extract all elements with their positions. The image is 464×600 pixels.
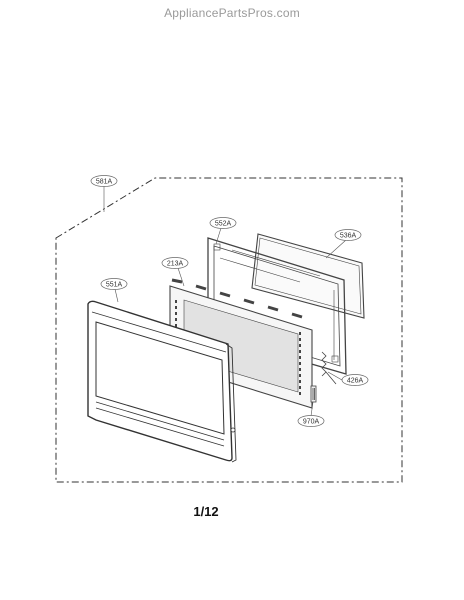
callout-latch: 970A: [297, 415, 325, 427]
callout-spring: 426A: [341, 374, 369, 386]
callout-assembly: 581A: [90, 175, 118, 187]
svg-text:536A: 536A: [340, 233, 357, 240]
callout-choke: 213A: [161, 257, 189, 269]
svg-text:551A: 551A: [106, 282, 123, 289]
svg-text:426A: 426A: [347, 378, 364, 385]
callout-window: 536A: [334, 229, 362, 241]
site-watermark: AppliancePartsPros.com: [164, 6, 300, 20]
spring-part: [321, 351, 337, 385]
callout-frame: 552A: [209, 217, 237, 229]
callout-door: 551A: [100, 278, 128, 290]
page-number: 1/12: [193, 504, 219, 519]
assembly-boundary: [55, 177, 403, 483]
window-panel-part: [251, 233, 365, 319]
svg-text:213A: 213A: [167, 261, 184, 268]
svg-text:552A: 552A: [215, 221, 232, 228]
front-door-part: [87, 300, 237, 463]
svg-text:581A: 581A: [96, 179, 113, 186]
choke-mesh-part: [169, 278, 313, 409]
svg-text:970A: 970A: [303, 419, 320, 426]
callout-leaders: [103, 186, 347, 417]
latch-part: [310, 385, 317, 403]
